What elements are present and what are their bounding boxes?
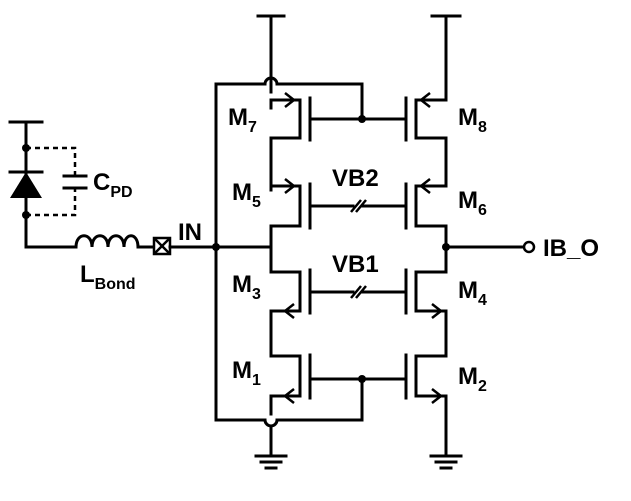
output-terminal [522, 240, 536, 254]
transistor-m1 [269, 353, 366, 422]
transistor-m8 [360, 92, 448, 188]
vdd-terminal-right [430, 14, 462, 96]
ground-left [254, 424, 288, 470]
label-lbond: LBond [80, 261, 136, 293]
label-m6: M6 [458, 187, 487, 219]
label-in: IN [178, 219, 202, 246]
in-net-wire [212, 76, 364, 428]
label-vb2: VB2 [332, 165, 379, 192]
bond-pad [152, 236, 218, 256]
label-m4: M4 [458, 277, 487, 309]
ground-right [429, 454, 463, 470]
vdd-terminal-left [256, 14, 286, 82]
transistor-m2 [360, 353, 448, 458]
transistor-m7 [269, 82, 366, 192]
transistor-m5 [269, 178, 355, 249]
label-m7: M7 [228, 104, 257, 136]
label-m8: M8 [458, 104, 487, 136]
vb2-bus-slash [350, 199, 367, 213]
transistor-m6 [361, 178, 448, 249]
parasitic-capacitor-cpd [26, 146, 88, 217]
vb1-bus-slash [350, 285, 367, 299]
transistor-m4 [361, 245, 448, 358]
output-net [442, 240, 536, 254]
label-ib-o: IB_O [543, 235, 599, 262]
label-cpd: CPD [93, 169, 133, 201]
junction-dot [442, 243, 450, 251]
bond-inductor [24, 234, 156, 249]
label-m2: M2 [458, 363, 487, 395]
label-m3: M3 [232, 271, 261, 303]
photodiode [8, 120, 44, 249]
label-vb1: VB1 [332, 251, 379, 278]
label-m1: M1 [232, 357, 261, 389]
label-m5: M5 [232, 179, 261, 211]
transistor-m3 [269, 245, 355, 358]
